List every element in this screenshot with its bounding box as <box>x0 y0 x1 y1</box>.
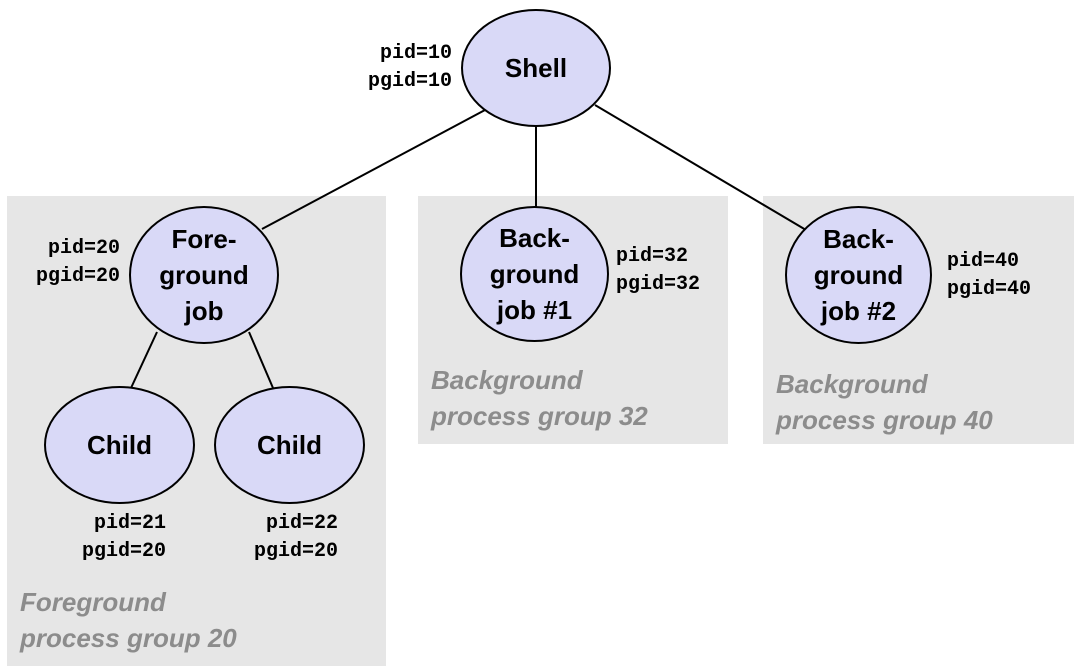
shell-node: Shell <box>461 9 611 127</box>
node-label: Child <box>257 430 322 460</box>
pgid-text: pgid=20 <box>81 540 166 563</box>
pgid-text: pgid=10 <box>367 70 452 93</box>
node-label: Shell <box>504 53 568 83</box>
background-job-2-id-label: pid=40 pgid=40 <box>947 248 1031 304</box>
node-label-line: Fore- <box>171 224 237 254</box>
pid-text: pid=40 <box>947 250 1020 273</box>
pid-text: pid=32 <box>616 245 689 268</box>
edge-foreground-job-to-child-1 <box>130 331 158 389</box>
child-2-node: Child <box>214 386 365 504</box>
node-label-line: Back- <box>499 223 570 253</box>
background-40-group-caption: Background process group 40 <box>776 366 993 438</box>
group-caption-line: process group 40 <box>776 405 993 435</box>
foreground-job-node: Fore- ground job <box>129 206 279 344</box>
node-label: Child <box>87 430 152 460</box>
pgid-text: pgid=20 <box>253 540 338 563</box>
child-1-id-label: pid=21 pgid=20 <box>58 510 166 566</box>
edge-shell-to-background-job-2 <box>594 104 807 231</box>
background-job-1-node: Back- ground job #1 <box>460 206 609 342</box>
group-caption-line: Foreground <box>20 587 166 617</box>
pgid-text: pgid=32 <box>616 273 701 296</box>
pgid-text: pgid=40 <box>947 278 1032 301</box>
node-label-line: job #2 <box>820 296 897 326</box>
edge-shell-to-foreground-job <box>261 109 486 230</box>
node-label-line: ground <box>813 260 904 290</box>
group-caption-line: process group 32 <box>431 401 648 431</box>
group-caption-line: Background <box>431 365 583 395</box>
background-job-2-node: Back- ground job #2 <box>785 206 932 344</box>
pid-text: pid=21 <box>93 512 166 535</box>
pid-text: pid=22 <box>265 512 338 535</box>
background-32-group-caption: Background process group 32 <box>431 362 648 434</box>
group-caption-line: Background <box>776 369 928 399</box>
node-label-line: ground <box>489 259 580 289</box>
child-1-node: Child <box>44 386 195 504</box>
shell-id-label: pid=10 pgid=10 <box>344 40 452 96</box>
node-label-line: ground <box>159 260 249 290</box>
foreground-group-caption: Foreground process group 20 <box>20 584 237 656</box>
node-label-line: job <box>184 296 224 326</box>
edge-foreground-job-to-child-2 <box>248 331 274 389</box>
child-2-id-label: pid=22 pgid=20 <box>230 510 338 566</box>
node-label-line: job #1 <box>496 295 573 325</box>
background-job-1-id-label: pid=32 pgid=32 <box>616 243 700 299</box>
pgid-text: pgid=20 <box>35 265 120 288</box>
foreground-job-id-label: pid=20 pgid=20 <box>12 235 120 291</box>
pid-text: pid=10 <box>379 42 452 65</box>
node-label-line: Back- <box>823 224 894 254</box>
pid-text: pid=20 <box>47 237 120 260</box>
group-caption-line: process group 20 <box>20 623 237 653</box>
